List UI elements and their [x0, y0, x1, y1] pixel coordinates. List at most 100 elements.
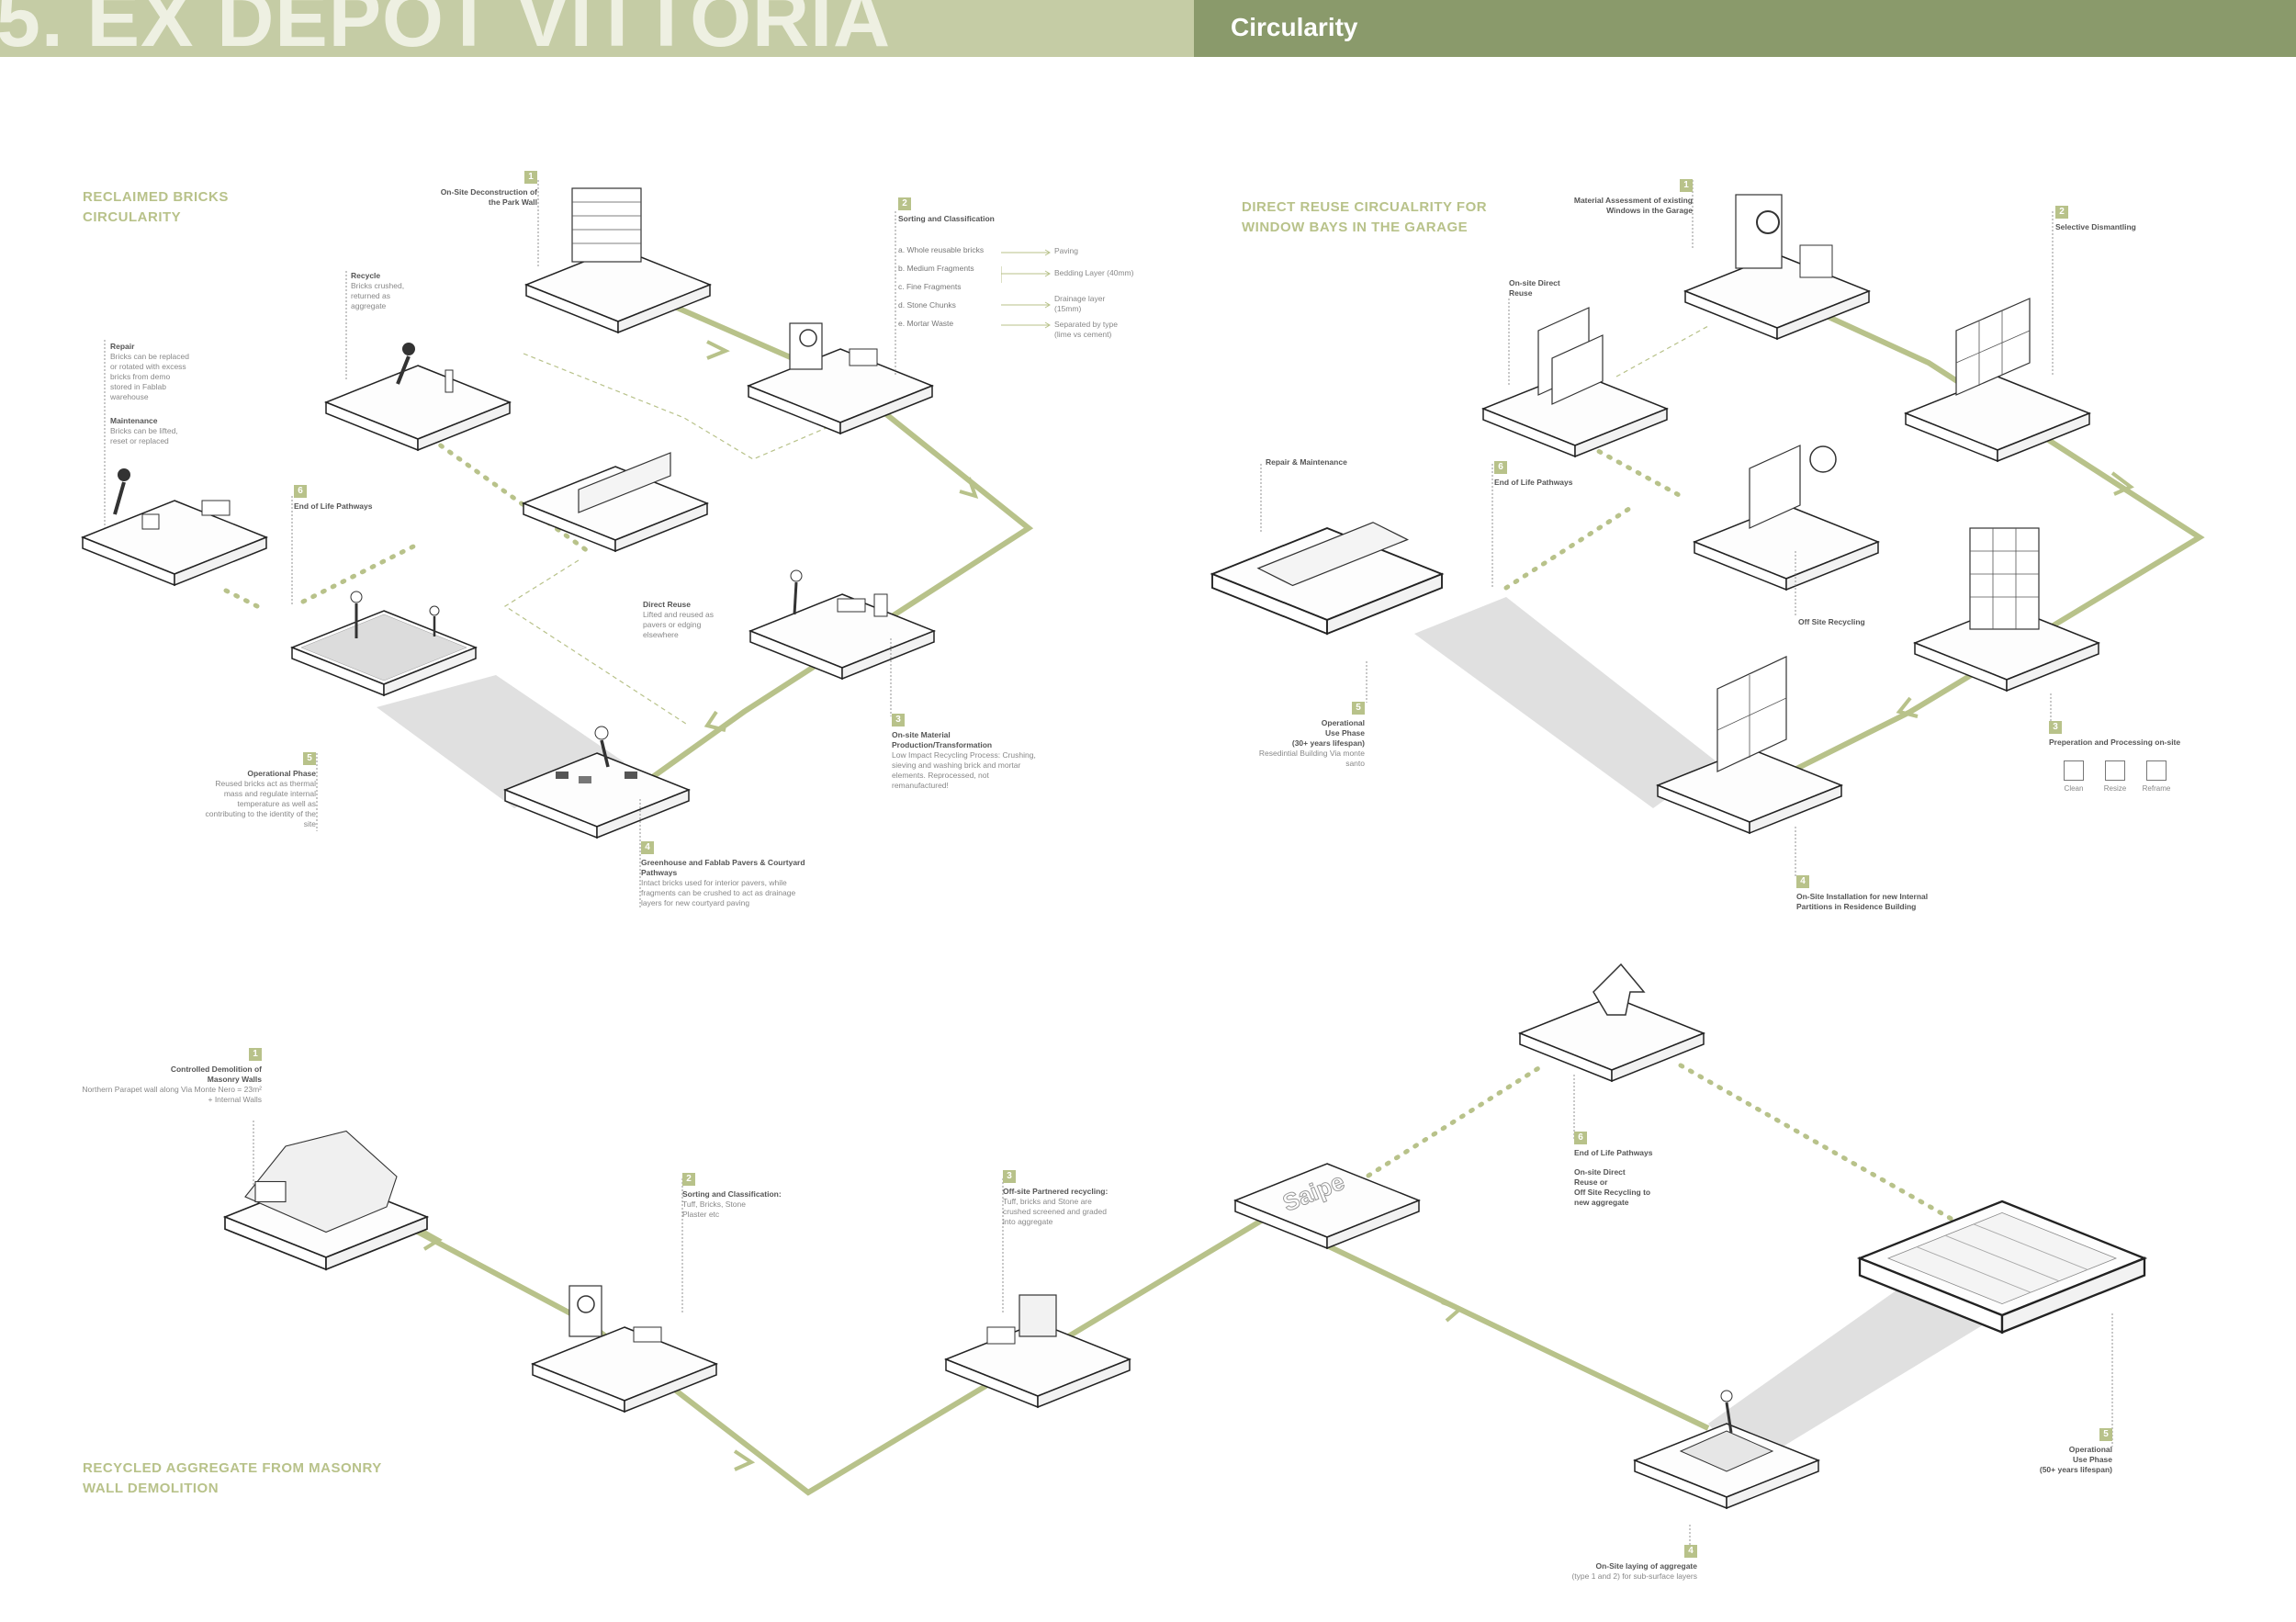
bricks-direct-dashed: [523, 353, 896, 460]
label-title: Direct Reuse: [643, 600, 691, 609]
step-number: 2: [898, 197, 911, 210]
leader-lines: [104, 180, 2113, 1552]
step-number: 5: [2099, 1428, 2112, 1441]
platform-windows-installation: [1657, 656, 1842, 834]
windows-step-3: 3 Preperation and Processing on-site: [2049, 721, 2205, 748]
aggregate-step-5: 5 Operational Use Phase (50+ years lifes…: [1984, 1428, 2112, 1475]
reframe-icon: Reframe: [2138, 760, 2175, 793]
step-title: Preperation and Processing on-site: [2049, 738, 2181, 747]
bricks-step-1: 1 On-Site Deconstruction of the Park Wal…: [404, 171, 537, 208]
platform-aggregate-operational: [1858, 1200, 2146, 1334]
step-number: 6: [1574, 1132, 1587, 1144]
platform-windows-prep: [1914, 527, 2099, 692]
aggregate-flow: Saipe: [224, 963, 2146, 1509]
windows-step-6: 6 End of Life Pathways: [1494, 461, 1604, 488]
bricks-flow-arrow-2: [959, 477, 979, 500]
bricks-step-6: 6 End of Life Pathways: [294, 485, 404, 512]
step-body: Low Impact Recycling Process: Crushing, …: [892, 750, 1036, 790]
step-body: Tuff, Bricks, Stone Plaster etc: [682, 1200, 746, 1219]
sort-item: d. Stone Chunks: [898, 300, 956, 310]
bricks-step-2: 2 Sorting and Classification: [898, 197, 1045, 224]
step-title: End of Life Pathways: [1574, 1148, 1653, 1157]
windows-step-2: 2 Selective Dismantling: [2055, 206, 2202, 232]
bricks-flow: [82, 187, 1034, 839]
step-title: End of Life Pathways: [294, 501, 373, 511]
step-title: On-Site Installation for new Internal Pa…: [1796, 892, 1929, 911]
step-number: 2: [2055, 206, 2068, 219]
platform-windows-offsite: [1694, 445, 1879, 591]
windows-eol-dotted: [1503, 502, 1638, 591]
sort-dest: Drainage layer (15mm): [1054, 294, 1106, 313]
step-body: (type 1 and 2) for sub-surface layers: [1571, 1571, 1697, 1581]
bricks-flow-arrow-1: [706, 340, 730, 360]
step-number: 4: [1684, 1545, 1697, 1558]
page-title: 5. EX DEPOT VITTORIA: [0, 0, 892, 57]
aggregate-flow-arrow-2: [733, 1449, 756, 1471]
sort-list: a. Whole reusable bricks b. Medium Fragm…: [898, 241, 984, 332]
platform-aggregate-logo: Saipe: [1234, 1163, 1420, 1249]
platform-windows-dismantling: [1905, 298, 2090, 462]
windows-offsite: Off Site Recycling: [1798, 617, 1908, 627]
bricks-eol-dotted: [300, 544, 416, 604]
windows-offsite-dotted: [1577, 438, 1683, 499]
step-number: 3: [1003, 1170, 1016, 1183]
step-number: 5: [1352, 702, 1365, 715]
bricks-flow-line: [613, 282, 1034, 806]
sort-arrows: [1001, 249, 1051, 329]
sort-item: c. Fine Fragments: [898, 282, 962, 291]
section-title-windows: DIRECT REUSE CIRCUALRITY FOR WINDOW BAYS…: [1242, 199, 1488, 235]
step-number: 4: [1796, 875, 1809, 888]
platform-aggregate-demolition: [224, 1130, 428, 1271]
windows-shadow: [1414, 597, 1717, 808]
aggregate-shadow: [1708, 1267, 2002, 1470]
header-title-band: 5. EX DEPOT VITTORIA: [0, 0, 1194, 57]
windows-flow-line: [1780, 310, 2205, 779]
label-body: Bricks can be lifted, reset or replaced: [110, 426, 178, 445]
step-title: Material Assessment of existing Windows …: [1573, 196, 1693, 215]
windows-step-5: 5 Operational Use Phase (30+ years lifes…: [1231, 702, 1365, 769]
header-subtitle-band: Circularity: [1194, 0, 2296, 57]
step-title: Sorting and Classification: [898, 214, 995, 223]
label-body: Bricks can be replaced or rotated with e…: [110, 352, 189, 401]
platform-aggregate-sorting: [532, 1285, 717, 1413]
platform-bricks-recycle: [325, 343, 511, 451]
step-number: 5: [303, 752, 316, 765]
step-number: 6: [294, 485, 307, 498]
platform-bricks-pavers: [504, 726, 690, 839]
platform-bricks-1: [525, 187, 711, 333]
bricks-eol-dotted-2: [218, 585, 260, 609]
bricks-flow-arrow-3: [703, 710, 726, 732]
bricks-step-5: 5 Operational Phase Reused bricks act as…: [184, 752, 316, 829]
step-title: Operational Use Phase (30+ years lifespa…: [1291, 718, 1365, 748]
bricks-step-4: 4 Greenhouse and Fablab Pavers & Courtya…: [641, 841, 834, 908]
step-title: Selective Dismantling: [2055, 222, 2136, 231]
platform-aggregate-offsite: [945, 1294, 1131, 1408]
aggregate-step-1: 1 Controlled Demolition of Masonry Walls…: [55, 1048, 262, 1105]
sort-item: e. Mortar Waste: [898, 319, 954, 328]
label-title: On-site Direct Reuse: [1509, 278, 1560, 298]
step-number: 6: [1494, 461, 1507, 474]
step-title: Operational Phase: [247, 769, 316, 778]
label-body: Bricks crushed, returned as aggregate: [351, 281, 405, 310]
platform-windows-operational: [1211, 522, 1443, 635]
sort-dest: Bedding Layer (40mm): [1054, 268, 1134, 277]
label-title: Repair: [110, 342, 135, 351]
aggregate-step-3: 3 Off-site Partnered recycling: Tuff, br…: [1003, 1170, 1141, 1227]
step-number: 3: [2049, 721, 2062, 734]
step-number: 1: [524, 171, 537, 184]
windows-flow-arrow-1: [2110, 471, 2134, 496]
resize-icon: Resize: [2097, 760, 2133, 793]
page-subtitle: Circularity: [1231, 13, 1358, 41]
label-title: Off Site Recycling: [1798, 617, 1865, 626]
step-title: Greenhouse and Fablab Pavers & Courtyard…: [641, 858, 805, 877]
platform-bricks-2: [748, 322, 933, 434]
aggregate-step-4: 4 On-Site laying of aggregate (type 1 an…: [1515, 1545, 1697, 1582]
platform-bricks-operational: [291, 591, 477, 696]
windows-flow: [1211, 194, 2205, 834]
circularity-diagram: Saipe: [82, 180, 2205, 1552]
step-title: Controlled Demolition of Masonry Walls: [170, 1064, 262, 1084]
section-title-bricks: RECLAIMED BRICKS CIRCULARITY: [83, 189, 229, 225]
label-title: Recycle: [351, 271, 381, 280]
windows-step-4: 4 On-Site Installation for new Internal …: [1796, 875, 1971, 912]
step-number: 3: [892, 714, 905, 727]
